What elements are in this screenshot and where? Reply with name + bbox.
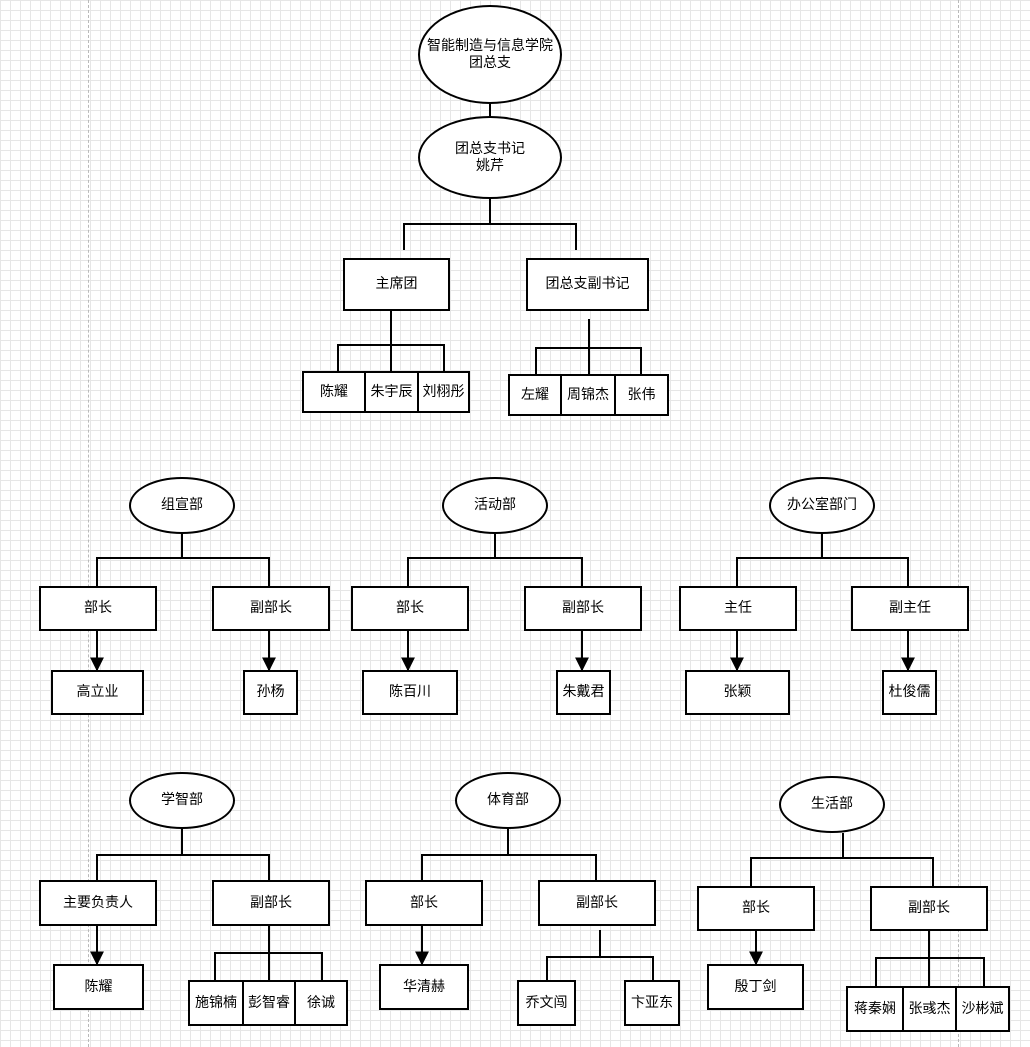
presidium-member[interactable]: 朱宇辰: [364, 371, 419, 413]
deputy-title-node[interactable]: 副部长: [524, 586, 642, 631]
deputy-person-node[interactable]: 杜俊儒: [882, 670, 937, 715]
department-node[interactable]: 活动部: [442, 477, 548, 534]
department-node[interactable]: 生活部: [779, 776, 885, 833]
deputy-member[interactable]: 左耀: [508, 374, 562, 416]
deputy-person-node[interactable]: 沙彬斌: [955, 986, 1010, 1032]
deputy-person-node[interactable]: 卞亚东: [624, 980, 680, 1026]
department-node[interactable]: 体育部: [455, 772, 561, 829]
page-guide-right: [958, 0, 959, 1047]
deputy-member[interactable]: 张伟: [614, 374, 669, 416]
deputy-person-node[interactable]: 蒋秦娴: [846, 986, 904, 1032]
head-person-node[interactable]: 华清赫: [379, 964, 469, 1010]
department-node[interactable]: 组宣部: [129, 477, 235, 534]
deputy-member[interactable]: 周锦杰: [560, 374, 616, 416]
department-node[interactable]: 学智部: [129, 772, 235, 829]
presidium-member[interactable]: 陈耀: [302, 371, 366, 413]
deputy-person-node[interactable]: 张彧杰: [902, 986, 957, 1032]
deputy-secretary-node[interactable]: 团总支副书记: [526, 258, 649, 311]
secretary-node[interactable]: 团总支书记 姚芹: [418, 116, 562, 199]
head-title-node[interactable]: 主任: [679, 586, 797, 631]
page-guide-left: [88, 0, 89, 1047]
head-person-node[interactable]: 陈耀: [53, 964, 144, 1010]
deputy-person-node[interactable]: 乔文闯: [517, 980, 576, 1026]
deputy-person-node[interactable]: 朱戴君: [556, 670, 611, 715]
deputy-title-node[interactable]: 副部长: [212, 586, 330, 631]
deputy-title-node[interactable]: 副部长: [538, 880, 656, 926]
deputy-person-node[interactable]: 施锦楠: [188, 980, 244, 1026]
head-title-node[interactable]: 部长: [697, 886, 815, 931]
deputy-person-node[interactable]: 彭智睿: [242, 980, 296, 1026]
deputy-title-node[interactable]: 副部长: [212, 880, 330, 926]
head-title-node[interactable]: 部长: [39, 586, 157, 631]
presidium-node[interactable]: 主席团: [343, 258, 450, 311]
deputy-title-node[interactable]: 副部长: [870, 886, 988, 931]
head-person-node[interactable]: 陈百川: [362, 670, 458, 715]
deputy-title-node[interactable]: 副主任: [851, 586, 969, 631]
deputy-person-node[interactable]: 孙杨: [243, 670, 298, 715]
head-title-node[interactable]: 部长: [351, 586, 469, 631]
head-person-node[interactable]: 张颖: [685, 670, 790, 715]
deputy-person-node[interactable]: 徐诚: [294, 980, 348, 1026]
department-node[interactable]: 办公室部门: [769, 477, 875, 534]
head-title-node[interactable]: 部长: [365, 880, 483, 926]
presidium-member[interactable]: 刘栩彤: [417, 371, 470, 413]
root-node[interactable]: 智能制造与信息学院 团总支: [418, 5, 562, 104]
head-person-node[interactable]: 殷丁剑: [707, 964, 804, 1010]
head-title-node[interactable]: 主要负责人: [39, 880, 157, 926]
head-person-node[interactable]: 高立业: [51, 670, 144, 715]
